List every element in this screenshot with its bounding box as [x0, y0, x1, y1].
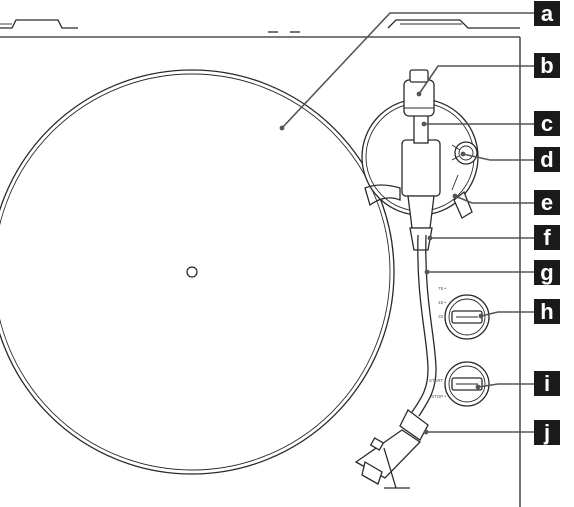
callout-badges: a b c d e f g h i j: [534, 1, 560, 445]
tonearm-pivot: [401, 114, 441, 251]
start-stop-switch: [444, 361, 490, 407]
callout-g: g: [540, 260, 553, 285]
callout-j: j: [543, 420, 550, 445]
leader-i: [477, 383, 534, 388]
leader-h: [480, 311, 534, 317]
leader-b: [418, 65, 534, 95]
headshell: [354, 409, 429, 489]
lift-lever: [451, 174, 473, 219]
callout-d: d: [540, 147, 553, 172]
callout-h: h: [540, 299, 553, 324]
callout-e: e: [541, 190, 553, 215]
label-45: 45 •: [438, 300, 446, 305]
platter: [0, 69, 395, 475]
top-hinges: [0, 19, 520, 38]
counterweight: [403, 69, 435, 117]
callout-b: b: [540, 53, 553, 78]
leader-a: [281, 12, 534, 129]
leader-d: [462, 153, 534, 161]
spindle: [186, 266, 198, 278]
tonearm-tube: [411, 234, 437, 417]
callout-i: i: [544, 371, 550, 396]
leader-lines: [279, 12, 534, 435]
label-stop: STOP •: [431, 394, 446, 399]
label-33: 33 •: [438, 314, 446, 319]
callout-a: a: [541, 1, 554, 26]
arm-rest-hook: [364, 184, 401, 207]
callout-f: f: [543, 225, 551, 250]
label-start: START •: [429, 378, 447, 383]
callout-c: c: [541, 111, 553, 136]
speed-switch: [444, 294, 490, 340]
leader-e: [454, 195, 534, 204]
label-78: 78 •: [438, 286, 446, 291]
anti-skate-knob: [451, 141, 478, 165]
